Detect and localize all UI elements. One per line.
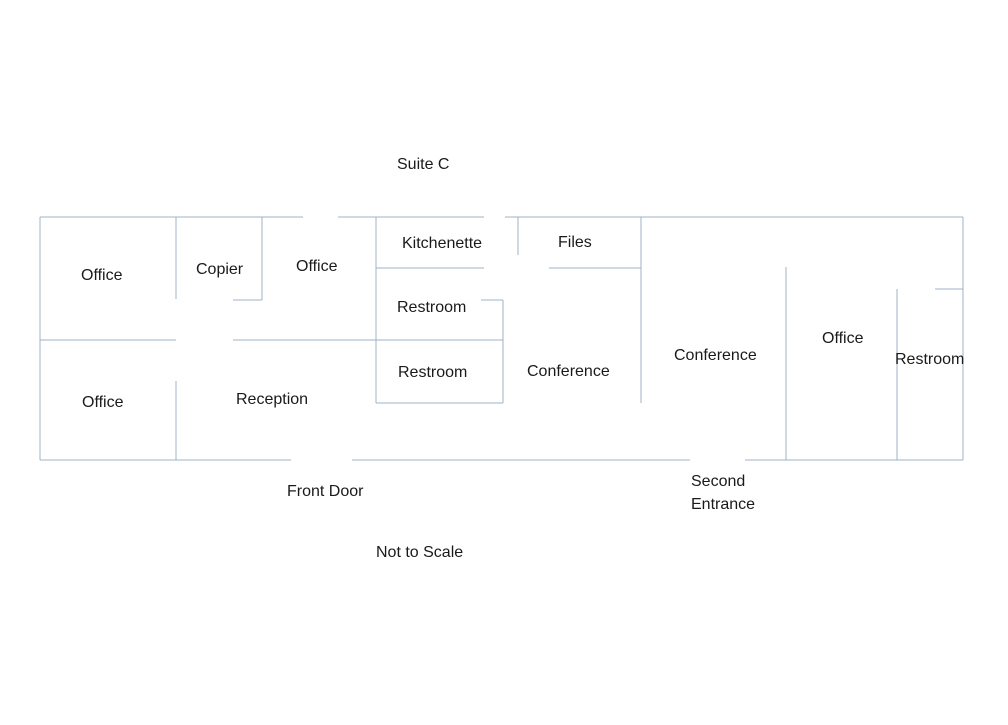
entrance-label-second-line2: Entrance (691, 496, 756, 513)
scale-note: Not to Scale (376, 544, 464, 561)
room-label-office-top-left: Office (81, 267, 123, 284)
room-label-copier: Copier (196, 261, 244, 278)
entrance-label-front-door: Front Door (287, 483, 364, 500)
room-label-conference-right: Conference (674, 347, 757, 364)
entrance-label-second-line1: Second (691, 473, 746, 490)
diagram-title: Suite C (397, 156, 450, 173)
room-label-office-top-center: Office (296, 258, 338, 275)
room-label-restroom-lower: Restroom (398, 364, 468, 381)
room-label-office-bottom-left: Office (82, 394, 124, 411)
room-label-kitchenette: Kitchenette (402, 235, 483, 252)
room-label-restroom-upper: Restroom (397, 299, 467, 316)
room-label-conference-center: Conference (527, 363, 610, 380)
room-label-restroom-right: Restroom (895, 351, 965, 368)
room-label-office-right: Office (822, 330, 864, 347)
room-label-files: Files (558, 234, 592, 251)
room-label-reception: Reception (236, 391, 309, 408)
